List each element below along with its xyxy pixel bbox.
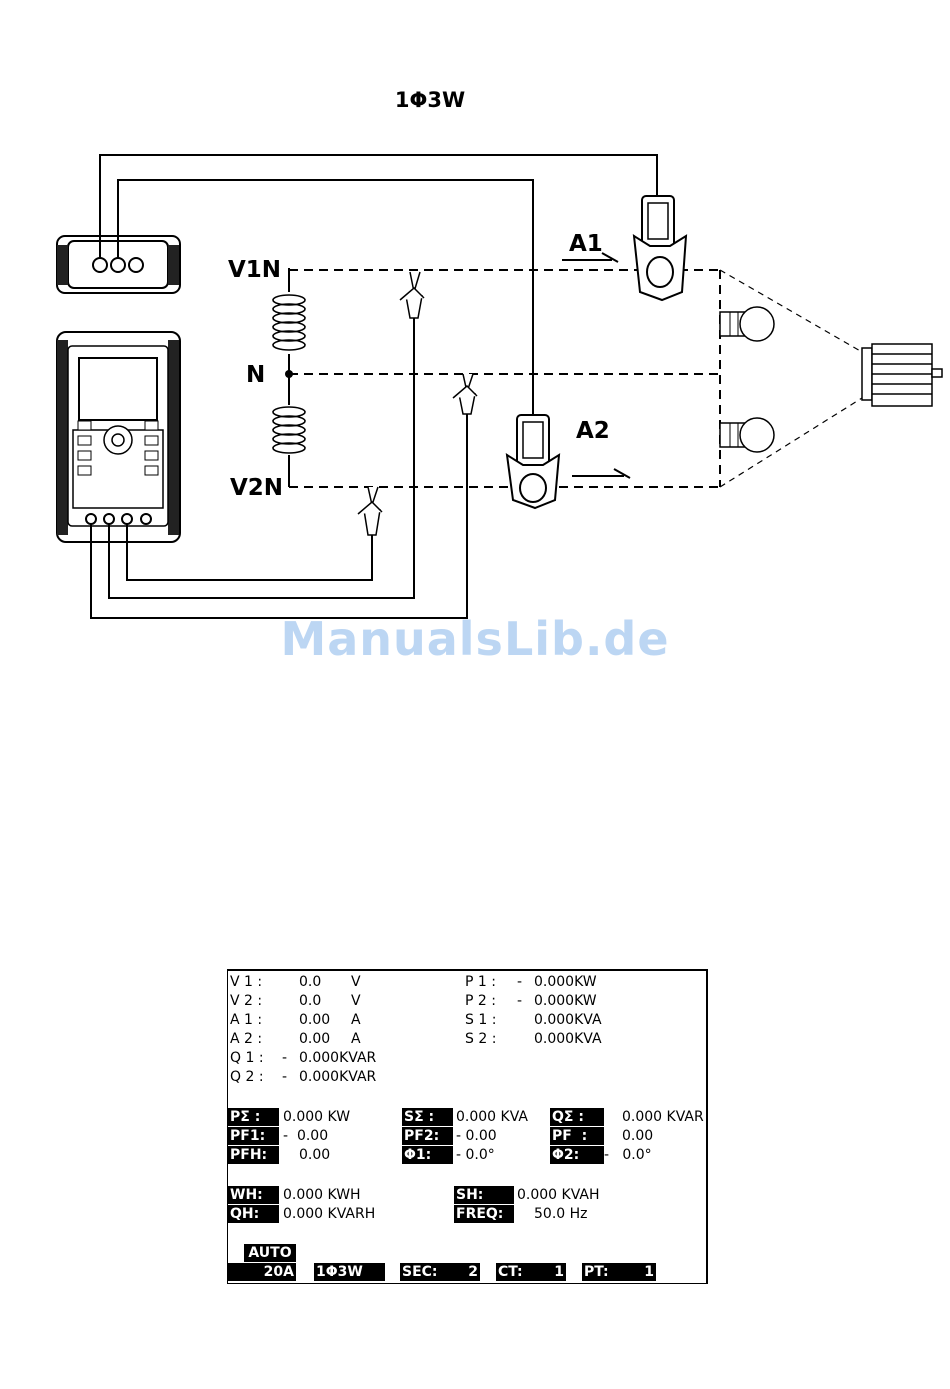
sec-label: SEC: (400, 1263, 446, 1281)
row-value: 0.000KVAR (299, 1069, 377, 1085)
row-value: 0.000KVA (534, 1031, 602, 1047)
total-value: 0.000 KVAR (622, 1109, 704, 1125)
row-sign: - (517, 993, 523, 1009)
label-n: N (246, 362, 265, 388)
total-value: - 0.00 (283, 1128, 329, 1144)
row-sign: - (282, 1050, 288, 1066)
motor-connection (719, 269, 863, 488)
energy-label: SH: (454, 1186, 514, 1204)
row-unit: A (351, 1012, 361, 1028)
test-clip-icon (399, 271, 425, 319)
current-arrow-icon (572, 468, 631, 479)
row-sign: - (517, 974, 523, 990)
input-jack-icon (92, 257, 108, 273)
row-label: V 1 : (230, 974, 263, 990)
current-arrow-icon (562, 252, 619, 263)
energy-value: 0.000 KVARH (283, 1206, 376, 1222)
clamp-probe-a1 (632, 195, 688, 302)
row-label: V 2 : (230, 993, 263, 1009)
total-value: - 0.0° (604, 1147, 652, 1163)
energy-label: FREQ: (454, 1205, 514, 1223)
current-range-indicator: 20A (228, 1263, 296, 1281)
row-value: 0.000KW (534, 993, 597, 1009)
diagram-title: 1Φ3W (394, 88, 466, 112)
total-label: PΣ : (228, 1108, 279, 1126)
energy-value: 50.0 Hz (534, 1206, 588, 1222)
energy-label: WH: (228, 1186, 279, 1204)
total-label: PFH: (228, 1146, 279, 1164)
test-clip-icon (357, 486, 383, 536)
total-value: - 0.0° (456, 1147, 495, 1163)
row-sign: - (282, 1069, 288, 1085)
pt-value: 1 (618, 1263, 656, 1281)
row-label: A 1 : (230, 1012, 263, 1028)
row-label: P 2 : (465, 993, 496, 1009)
total-label: PF2: (402, 1127, 453, 1145)
total-value: 0.00 (622, 1128, 654, 1144)
row-value: 0.000KVA (534, 1012, 602, 1028)
test-clip-icon (452, 373, 478, 415)
total-label: PF1: (228, 1127, 279, 1145)
row-value: 0.00 (299, 1012, 331, 1028)
wiring-mode-indicator: 1Φ3W (314, 1263, 385, 1281)
row-unit: V (351, 993, 361, 1009)
total-label: PF : (550, 1127, 604, 1145)
row-label: S 2 : (465, 1031, 497, 1047)
total-value: 0.00 (299, 1147, 331, 1163)
label-a1: A1 (569, 231, 603, 257)
label-v2n: V2N (230, 475, 283, 501)
row-value: 0.000KVAR (299, 1050, 377, 1066)
row-label: A 2 : (230, 1031, 263, 1047)
power-meter (56, 331, 181, 543)
row-label: S 1 : (465, 1012, 497, 1028)
ct-value: 1 (532, 1263, 566, 1281)
wiring-diagram: V1N N V2N A1 A2 (56, 154, 943, 619)
row-value: 0.00 (299, 1031, 331, 1047)
label-a2: A2 (576, 418, 610, 444)
watermark: ManualsLib.de (280, 612, 670, 666)
transformer-coils (272, 294, 306, 454)
terminal-icon (121, 513, 133, 525)
total-label: SΣ : (402, 1108, 453, 1126)
ct-label: CT: (496, 1263, 534, 1281)
auto-range-indicator: AUTO (244, 1244, 296, 1262)
energy-label: QH: (228, 1205, 279, 1223)
total-label: Φ1: (402, 1146, 453, 1164)
input-jack-icon (128, 257, 144, 273)
motor-icon (861, 343, 943, 407)
row-label: P 1 : (465, 974, 496, 990)
row-label: Q 1 : (230, 1050, 264, 1066)
sec-value: 2 (444, 1263, 480, 1281)
row-unit: A (351, 1031, 361, 1047)
terminal-icon (103, 513, 115, 525)
row-value: 0.0 (299, 993, 322, 1009)
line-conductors (289, 269, 721, 488)
terminal-icon (85, 513, 97, 525)
total-label: QΣ : (550, 1108, 604, 1126)
lamp-icon (719, 306, 775, 342)
total-value: - 0.00 (456, 1128, 497, 1144)
label-v1n: V1N (228, 257, 281, 283)
terminal-icon (140, 513, 152, 525)
total-value: 0.000 KVA (456, 1109, 528, 1125)
clamp-adaptor (56, 235, 181, 294)
energy-value: 0.000 KVAH (517, 1187, 600, 1203)
wires (90, 154, 658, 619)
energy-value: 0.000 KWH (283, 1187, 361, 1203)
lamp-icon (719, 417, 775, 453)
total-label: Φ2: (550, 1146, 604, 1164)
row-unit: V (351, 974, 361, 990)
row-value: 0.000KW (534, 974, 597, 990)
lcd-display: V 1 : 0.0 V V 2 : 0.0 V A 1 : 0.00 A A 2… (227, 969, 708, 1284)
clamp-probe-a2 (505, 414, 561, 510)
input-jack-icon (110, 257, 126, 273)
total-value: 0.000 KW (283, 1109, 351, 1125)
row-label: Q 2 : (230, 1069, 264, 1085)
row-value: 0.0 (299, 974, 322, 990)
pt-label: PT: (582, 1263, 620, 1281)
